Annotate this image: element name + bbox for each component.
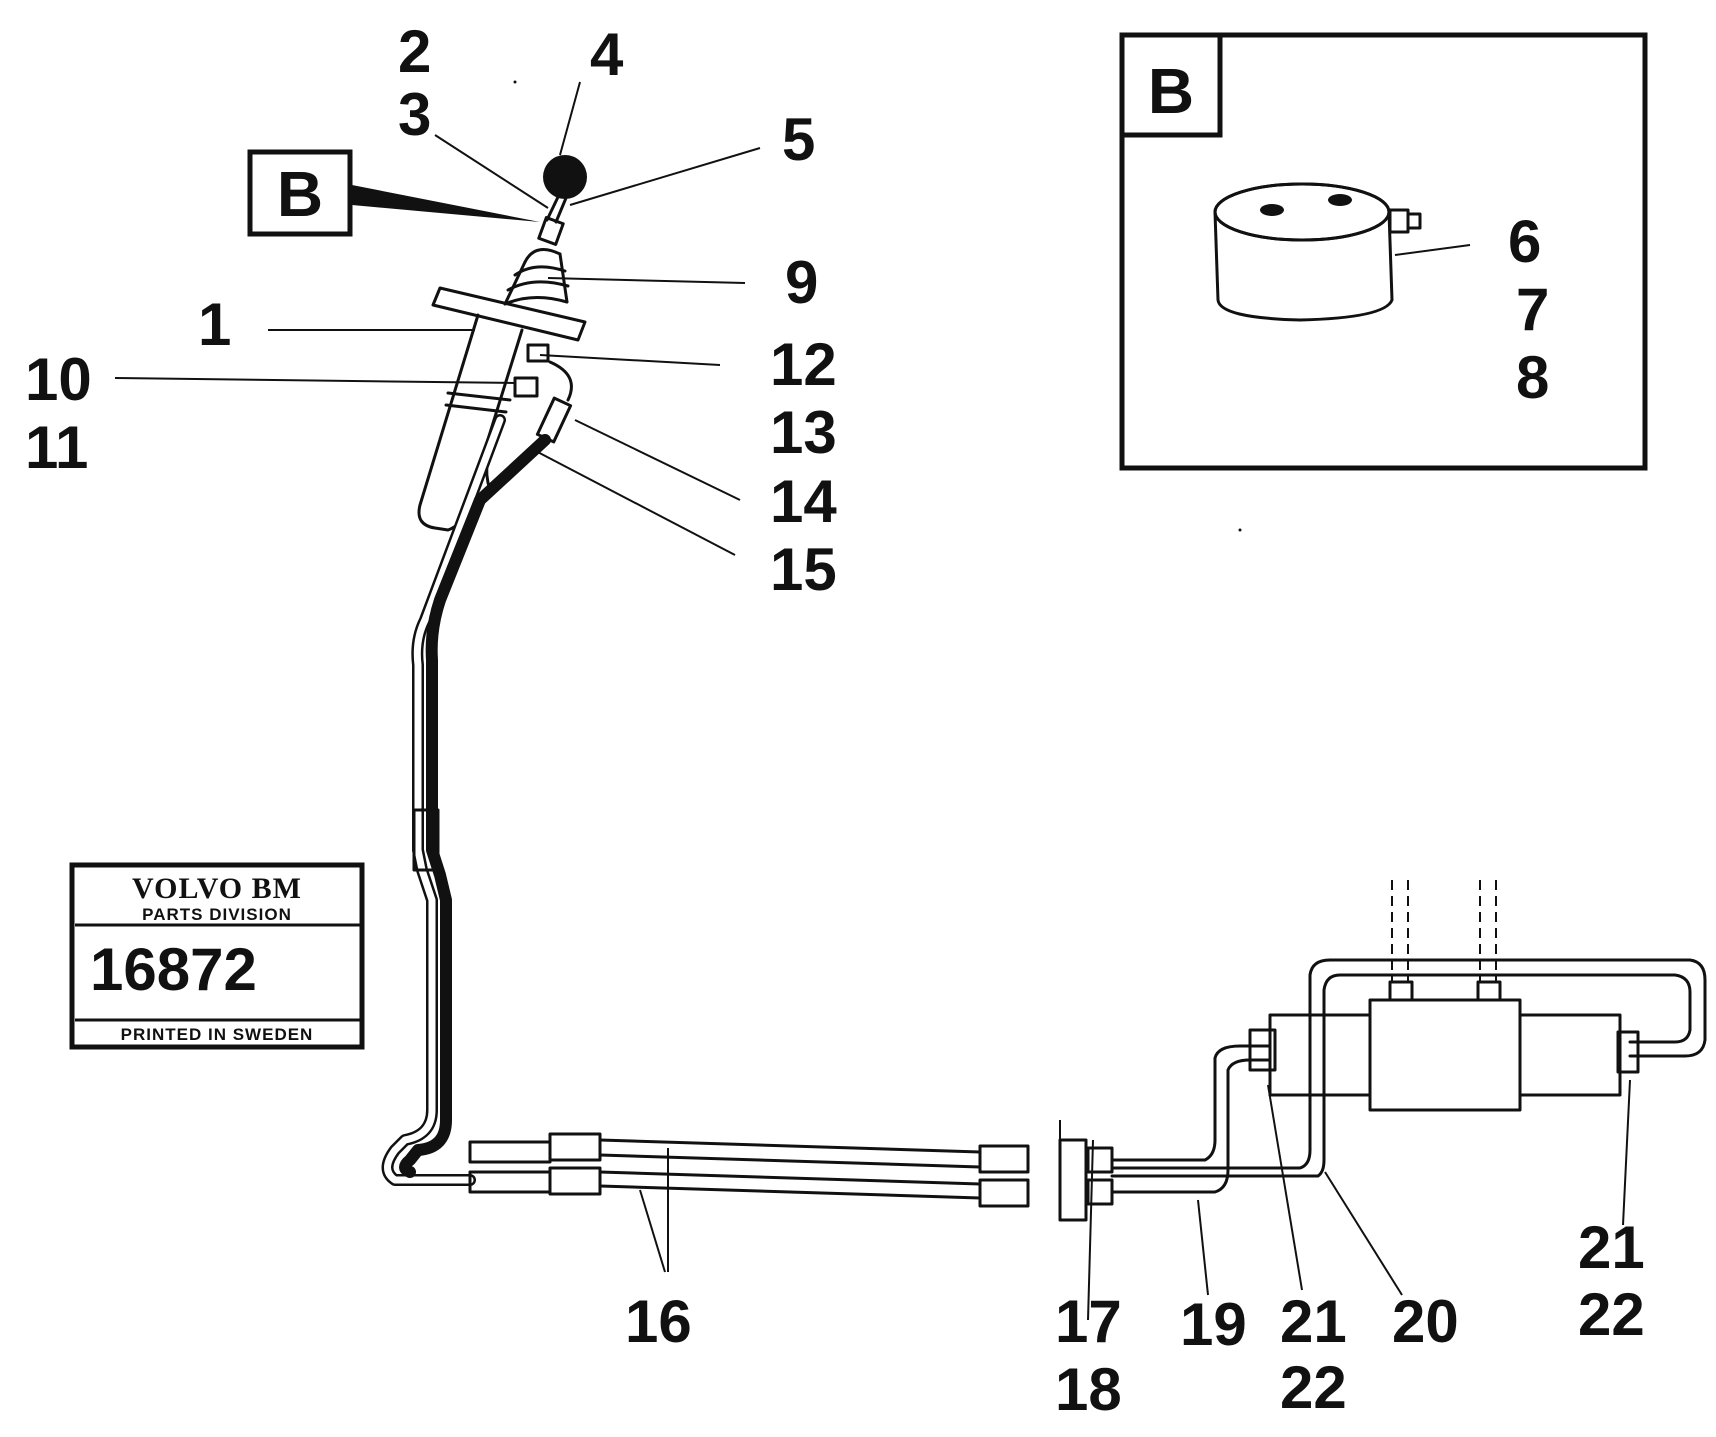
callout-6: 6 (1508, 208, 1541, 275)
stamp-division: PARTS DIVISION (142, 905, 292, 924)
callout-3: 3 (398, 81, 431, 148)
callout-21b: 21 (1578, 1214, 1645, 1281)
lever-clamp (537, 216, 565, 246)
stamp-printed: PRINTED IN SWEDEN (121, 1025, 314, 1044)
leader-lines (114, 81, 1631, 1321)
callout-17: 17 (1055, 1288, 1122, 1355)
view-b-marker: B (247, 149, 353, 237)
callout-13: 13 (770, 399, 837, 466)
mounting-plate (431, 286, 587, 342)
callout-numbers: 1 2 3 4 5 6 7 8 9 10 11 12 13 14 15 16 1… (25, 18, 1645, 1423)
callout-5: 5 (782, 106, 815, 173)
hydraulic-pipes (381, 414, 1707, 1222)
callout-11: 11 (25, 414, 88, 481)
left-fitting (1248, 1028, 1277, 1072)
callout-7: 7 (1516, 276, 1549, 343)
callout-21a: 21 (1280, 1288, 1347, 1355)
stamp-number: 16872 (90, 936, 257, 1003)
callout-16: 16 (625, 1288, 692, 1355)
distributor-valve (1248, 880, 1640, 1112)
callout-8: 8 (1516, 344, 1549, 411)
solenoid-part (1213, 182, 1422, 322)
callout-18: 18 (1055, 1356, 1122, 1423)
bulkhead-plate (1058, 1138, 1088, 1222)
callout-12: 12 (770, 331, 837, 398)
callout-14: 14 (770, 468, 837, 535)
callout-1: 1 (198, 291, 231, 358)
rubber-bellows (503, 248, 570, 306)
stamp-brand: VOLVO BM (132, 872, 302, 905)
right-fitting (1616, 1030, 1640, 1074)
callout-4: 4 (590, 21, 624, 88)
callout-19: 19 (1180, 1291, 1247, 1358)
callout-22b: 22 (1578, 1281, 1645, 1348)
callout-2: 2 (398, 18, 431, 85)
hose-sleeve (412, 808, 440, 872)
parts-stamp: VOLVO BM PARTS DIVISION 16872 PRINTED IN… (69, 862, 365, 1050)
callout-20: 20 (1392, 1288, 1459, 1355)
view-b-marker-label: B (277, 158, 323, 230)
detail-view-b: B (1119, 32, 1648, 471)
lever-knob (543, 155, 587, 199)
callout-9: 9 (785, 249, 818, 316)
detail-view-b-label: B (1148, 55, 1194, 127)
callout-10: 10 (25, 346, 92, 413)
fitting-12 (526, 343, 550, 363)
callout-15: 15 (770, 536, 837, 603)
callout-22a: 22 (1280, 1354, 1347, 1421)
fitting-10 (513, 376, 539, 398)
